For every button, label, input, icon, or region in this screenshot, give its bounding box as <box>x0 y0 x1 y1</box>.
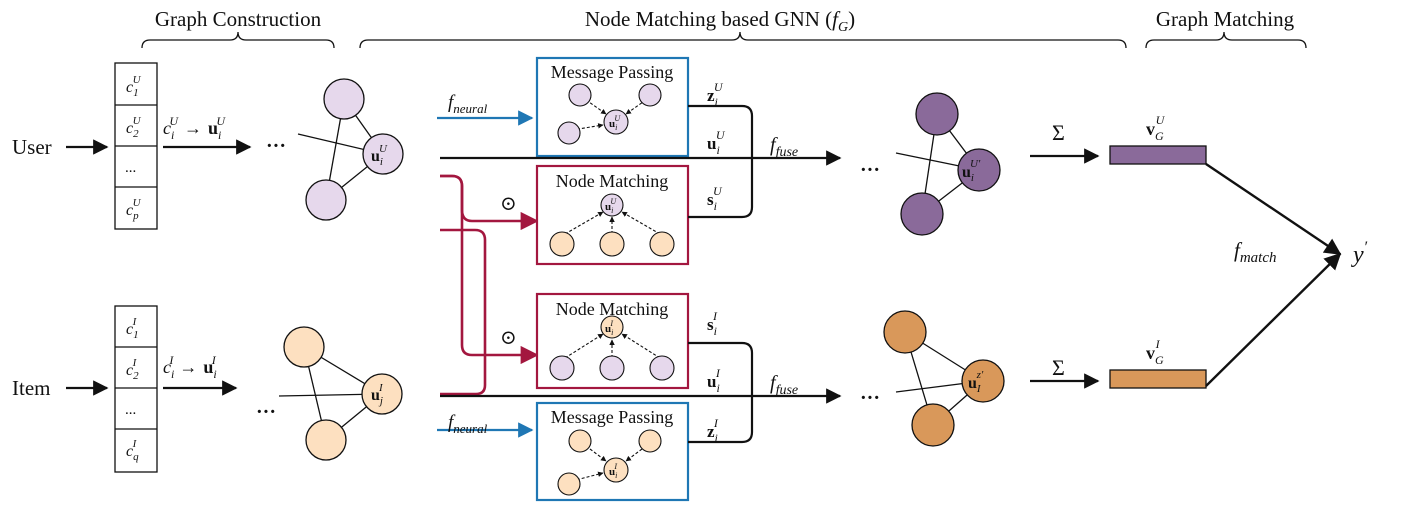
user-mp-node-label: uiU <box>609 114 621 132</box>
item-vector-label: vGI <box>1146 337 1164 367</box>
item-graph-target-node <box>361 373 403 415</box>
item-label: Item <box>12 376 50 400</box>
header-graph-matching: Graph Matching <box>1156 7 1295 31</box>
user-matching-connector <box>440 174 539 231</box>
hadamard-item: ⊙ <box>500 327 517 349</box>
user-fused-target-node <box>957 148 1001 192</box>
user-z-label: ziU <box>707 80 724 109</box>
item-feature-table: c1I c2I ... cqI <box>114 305 158 473</box>
user-f-neural-label: fneural <box>448 92 488 116</box>
user-feature-1: c1U <box>126 74 142 99</box>
user-node-label: uiU <box>371 143 388 168</box>
item-node-matching-box: Node Matching uiI <box>535 292 690 390</box>
user-message-passing-title: Message Passing <box>551 62 674 82</box>
item-fused-node-label: uIz' <box>968 369 984 395</box>
item-mp-node-label: uiI <box>609 462 617 480</box>
user-node-matching-title: Node Matching <box>556 171 668 191</box>
item-node-label: ujI <box>371 382 384 407</box>
item-f-fuse-label: ffuse <box>770 372 798 398</box>
user-u-label: uiU <box>707 128 726 157</box>
item-f-neural-label: fneural <box>448 412 488 436</box>
user-graph-ellipsis: ··· <box>266 135 286 157</box>
user-graph-target-node <box>362 133 404 175</box>
f-match-label: fmatch <box>1234 238 1277 266</box>
user-feature-2: c2U <box>126 115 142 140</box>
user-feature-p: cpU <box>126 197 142 222</box>
brace-construction <box>141 31 335 49</box>
item-node-matching-title: Node Matching <box>556 299 668 319</box>
user-fused-node <box>900 192 944 236</box>
item-message-passing-box: Message Passing uiI <box>535 401 690 502</box>
brace-matching <box>1145 31 1307 49</box>
item-s-label: siI <box>707 309 718 338</box>
item-feature-1: c1I <box>126 316 139 341</box>
item-fused-target-node <box>961 359 1005 403</box>
item-sum-symbol: Σ <box>1052 355 1065 380</box>
header-graph-construction: Graph Construction <box>155 7 322 31</box>
user-s-label: siU <box>707 184 723 213</box>
user-label: User <box>12 135 52 159</box>
item-feature-ellipsis: ... <box>125 402 136 418</box>
user-fused-node-label: uiU' <box>962 158 981 184</box>
item-graph-ellipsis: ··· <box>256 401 276 423</box>
user-feature-ellipsis: ... <box>125 160 136 176</box>
user-graph-node <box>305 179 347 221</box>
user-f-fuse-label: ffuse <box>770 134 798 160</box>
user-graph-vector <box>1109 145 1207 165</box>
item-fused-graph: uIz' <box>883 310 1005 447</box>
user-graph: uiU <box>297 78 404 221</box>
user-message-passing-box: Message Passing uiU <box>535 56 690 158</box>
header-gnn: Node Matching based GNN (fG) <box>585 7 855 35</box>
user-graph-node <box>323 78 365 120</box>
user-fused-node <box>915 92 959 136</box>
item-u-label: uiI <box>707 366 721 395</box>
output-y-prime: y′ <box>1351 239 1368 268</box>
item-fused-ellipsis: ··· <box>860 387 880 409</box>
item-nm-node-label: uiI <box>605 319 613 337</box>
item-fuse-bracket <box>688 341 754 444</box>
item-z-label: ziI <box>707 416 719 445</box>
item-feature-2: c2I <box>126 357 139 382</box>
item-fused-node <box>911 403 955 447</box>
user-fused-graph: uiU' <box>895 92 1001 236</box>
user-fused-ellipsis: ··· <box>860 159 880 181</box>
item-graph-vector <box>1109 369 1207 389</box>
item-graph-node <box>305 419 347 461</box>
user-to-output-arrow <box>1205 163 1342 255</box>
user-sum-symbol: Σ <box>1052 120 1065 145</box>
item-graph: ujI <box>278 326 403 461</box>
item-mapping-label: ciI→uiI <box>163 353 217 381</box>
user-fuse-bracket <box>688 104 754 219</box>
item-feature-q: cqI <box>126 438 139 463</box>
item-to-user-matching-loop <box>440 228 487 396</box>
user-mapping-label: ciU→uiU <box>163 114 226 142</box>
brace-gnn <box>359 31 1127 49</box>
user-vector-label: vGU <box>1146 113 1166 143</box>
user-nm-node-label: uiU <box>605 197 617 215</box>
hadamard-user: ⊙ <box>500 193 517 215</box>
item-message-passing-title: Message Passing <box>551 407 674 427</box>
item-graph-node <box>283 326 325 368</box>
user-node-matching-box: Node Matching uiU <box>535 164 690 266</box>
user-to-item-matching-connector <box>440 174 539 365</box>
user-feature-table: c1U c2U ... cpU <box>114 62 158 230</box>
item-to-output-arrow <box>1205 252 1342 387</box>
item-fused-node <box>883 310 927 354</box>
